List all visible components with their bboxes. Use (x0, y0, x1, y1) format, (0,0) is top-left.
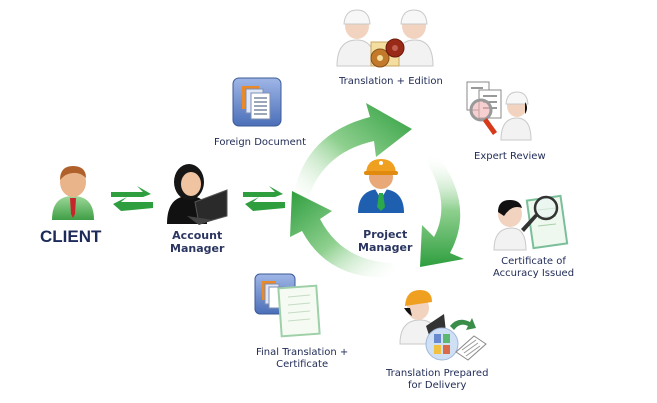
account-manager-label: Account Manager (170, 229, 224, 255)
translation-prepared-icon (399, 290, 487, 361)
workflow-cycle-arrows (290, 103, 464, 278)
account-manager-icon (167, 164, 228, 225)
translation-prepared-label-line1: Translation Prepared (386, 368, 489, 379)
project-manager-label-line2: Manager (358, 241, 413, 254)
project-manager-icon (358, 159, 404, 213)
cycle-arrow-right (420, 153, 464, 267)
cycle-arrow-left (290, 191, 398, 278)
expert-review-icon (466, 81, 532, 141)
final-translation-label-line1: Final Translation + (256, 347, 349, 358)
client-label: CLIENT (40, 227, 102, 246)
certificate-accuracy-label: Certificate of Accuracy Issued (493, 256, 574, 280)
certificate-accuracy-icon (493, 194, 569, 251)
final-translation-label-line2: Certificate (276, 359, 329, 370)
foreign-document-label: Foreign Document (214, 137, 307, 148)
certificate-accuracy-label-line1: Certificate of (501, 256, 566, 267)
project-manager-label-line1: Project (363, 228, 408, 241)
certificate-accuracy-label-line2: Accuracy Issued (493, 268, 575, 279)
project-manager-label: Project Manager (358, 228, 412, 254)
final-translation-icon (254, 273, 321, 338)
cycle-arrow-top (292, 103, 412, 205)
final-translation-label: Final Translation + Certificate (256, 347, 348, 371)
translation-prepared-label: Translation Prepared for Delivery (386, 368, 488, 392)
exchange-arrows-icon-2 (243, 186, 285, 211)
translation-edition-label: Translation + Edition (339, 76, 443, 87)
translation-prepared-label-line2: for Delivery (408, 380, 467, 391)
expert-review-label: Expert Review (474, 151, 546, 162)
account-manager-label-line1: Account (172, 229, 223, 242)
exchange-arrows-icon (111, 186, 153, 211)
client-person-icon (52, 166, 94, 220)
translation-edition-icon (336, 9, 434, 68)
foreign-document-icon (232, 77, 282, 127)
account-manager-label-line2: Manager (170, 242, 225, 255)
